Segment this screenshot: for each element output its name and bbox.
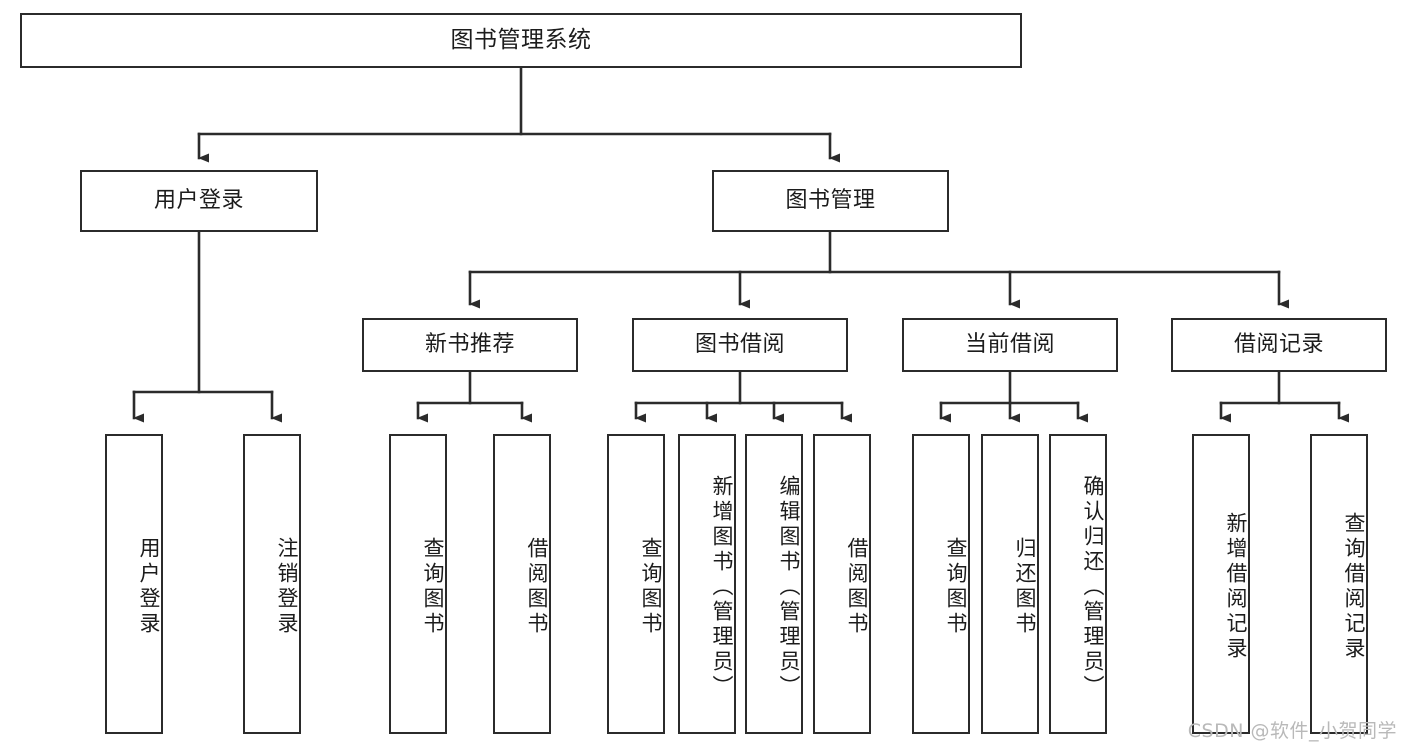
node-leaf-query-book-3-label: 查询图书: [944, 537, 968, 637]
node-leaf-return-book-label: 归还图书: [1013, 537, 1037, 637]
node-leaf-user-login[interactable]: 用户登录: [105, 434, 163, 734]
node-leaf-query-borrow-record-label: 查询借阅记录: [1342, 512, 1366, 662]
node-leaf-add-borrow-record[interactable]: 新增借阅记录: [1192, 434, 1250, 734]
node-leaf-borrow-book-1[interactable]: 借阅图书: [493, 434, 551, 734]
node-leaf-user-login-label: 用户登录: [137, 537, 161, 637]
node-leaf-return-book[interactable]: 归还图书: [981, 434, 1039, 734]
node-leaf-query-book-3[interactable]: 查询图书: [912, 434, 970, 734]
node-leaf-add-borrow-record-label: 新增借阅记录: [1224, 512, 1248, 662]
node-leaf-query-book-1[interactable]: 查询图书: [389, 434, 447, 734]
node-leaf-add-book[interactable]: 新增图书（管理员）: [678, 434, 736, 734]
node-borrow-record[interactable]: 借阅记录: [1171, 318, 1387, 372]
csdn-watermark: CSDN @软件_小贺同学: [1187, 720, 1397, 742]
node-leaf-query-book-2-label: 查询图书: [639, 537, 663, 637]
node-leaf-user-logout-label: 注销登录: [275, 537, 299, 637]
node-new-book-recommend[interactable]: 新书推荐: [362, 318, 578, 372]
node-leaf-borrow-book-2-label: 借阅图书: [845, 537, 869, 637]
node-leaf-add-book-label: 新增图书（管理员）: [710, 474, 734, 700]
node-leaf-query-book-2[interactable]: 查询图书: [607, 434, 665, 734]
node-leaf-query-borrow-record[interactable]: 查询借阅记录: [1310, 434, 1368, 734]
node-book-manage[interactable]: 图书管理: [712, 170, 949, 232]
node-book-borrow[interactable]: 图书借阅: [632, 318, 848, 372]
node-current-borrow[interactable]: 当前借阅: [902, 318, 1118, 372]
node-leaf-user-logout[interactable]: 注销登录: [243, 434, 301, 734]
node-user-login[interactable]: 用户登录: [80, 170, 318, 232]
node-leaf-edit-book-label: 编辑图书（管理员）: [777, 474, 801, 700]
node-leaf-query-book-1-label: 查询图书: [421, 537, 445, 637]
node-leaf-edit-book[interactable]: 编辑图书（管理员）: [745, 434, 803, 734]
node-leaf-borrow-book-1-label: 借阅图书: [525, 537, 549, 637]
node-leaf-confirm-return-label: 确认归还（管理员）: [1081, 474, 1105, 700]
node-leaf-borrow-book-2[interactable]: 借阅图书: [813, 434, 871, 734]
node-leaf-confirm-return[interactable]: 确认归还（管理员）: [1049, 434, 1107, 734]
node-root[interactable]: 图书管理系统: [20, 13, 1022, 68]
